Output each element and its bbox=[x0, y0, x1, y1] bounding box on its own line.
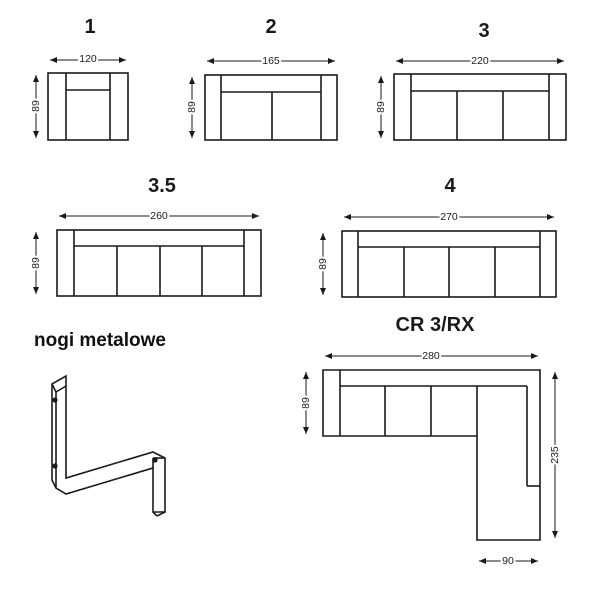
model-1-title: 1 bbox=[84, 16, 96, 38]
model-3-sofa bbox=[393, 73, 567, 141]
model-cr-sofa bbox=[322, 369, 541, 541]
model-2-sofa bbox=[204, 74, 338, 141]
model-4-sofa bbox=[341, 230, 557, 298]
model-3-5-width-label: 260 bbox=[150, 210, 168, 222]
model-3-5-depth-label: 89 bbox=[30, 257, 42, 269]
model-cr-title: CR 3/RX bbox=[395, 314, 475, 336]
model-1-depth-label: 89 bbox=[30, 100, 42, 112]
legs-caption: nogi metalowe bbox=[34, 330, 166, 351]
model-3-width-label: 220 bbox=[471, 55, 489, 67]
model-cr-depth-label: 89 bbox=[300, 397, 312, 409]
model-4-depth-label: 89 bbox=[317, 258, 329, 270]
model-2-title: 2 bbox=[265, 16, 277, 38]
model-3-5-title: 3.5 bbox=[148, 175, 176, 197]
model-3-title: 3 bbox=[478, 20, 490, 42]
model-2-depth-label: 89 bbox=[186, 101, 198, 113]
model-1-sofa bbox=[47, 72, 129, 141]
model-4-title: 4 bbox=[444, 175, 456, 197]
model-3-5-sofa bbox=[56, 229, 262, 297]
model-cr-side-label: 235 bbox=[549, 446, 561, 464]
model-3-depth-label: 89 bbox=[375, 101, 387, 113]
metal-leg-drawing bbox=[51, 374, 166, 517]
model-cr-width-label: 280 bbox=[422, 350, 440, 362]
model-2-width-label: 165 bbox=[262, 55, 280, 67]
model-1-width-label: 120 bbox=[79, 53, 97, 65]
model-cr-chaise-label: 90 bbox=[502, 555, 514, 567]
model-4-width-label: 270 bbox=[440, 211, 458, 223]
